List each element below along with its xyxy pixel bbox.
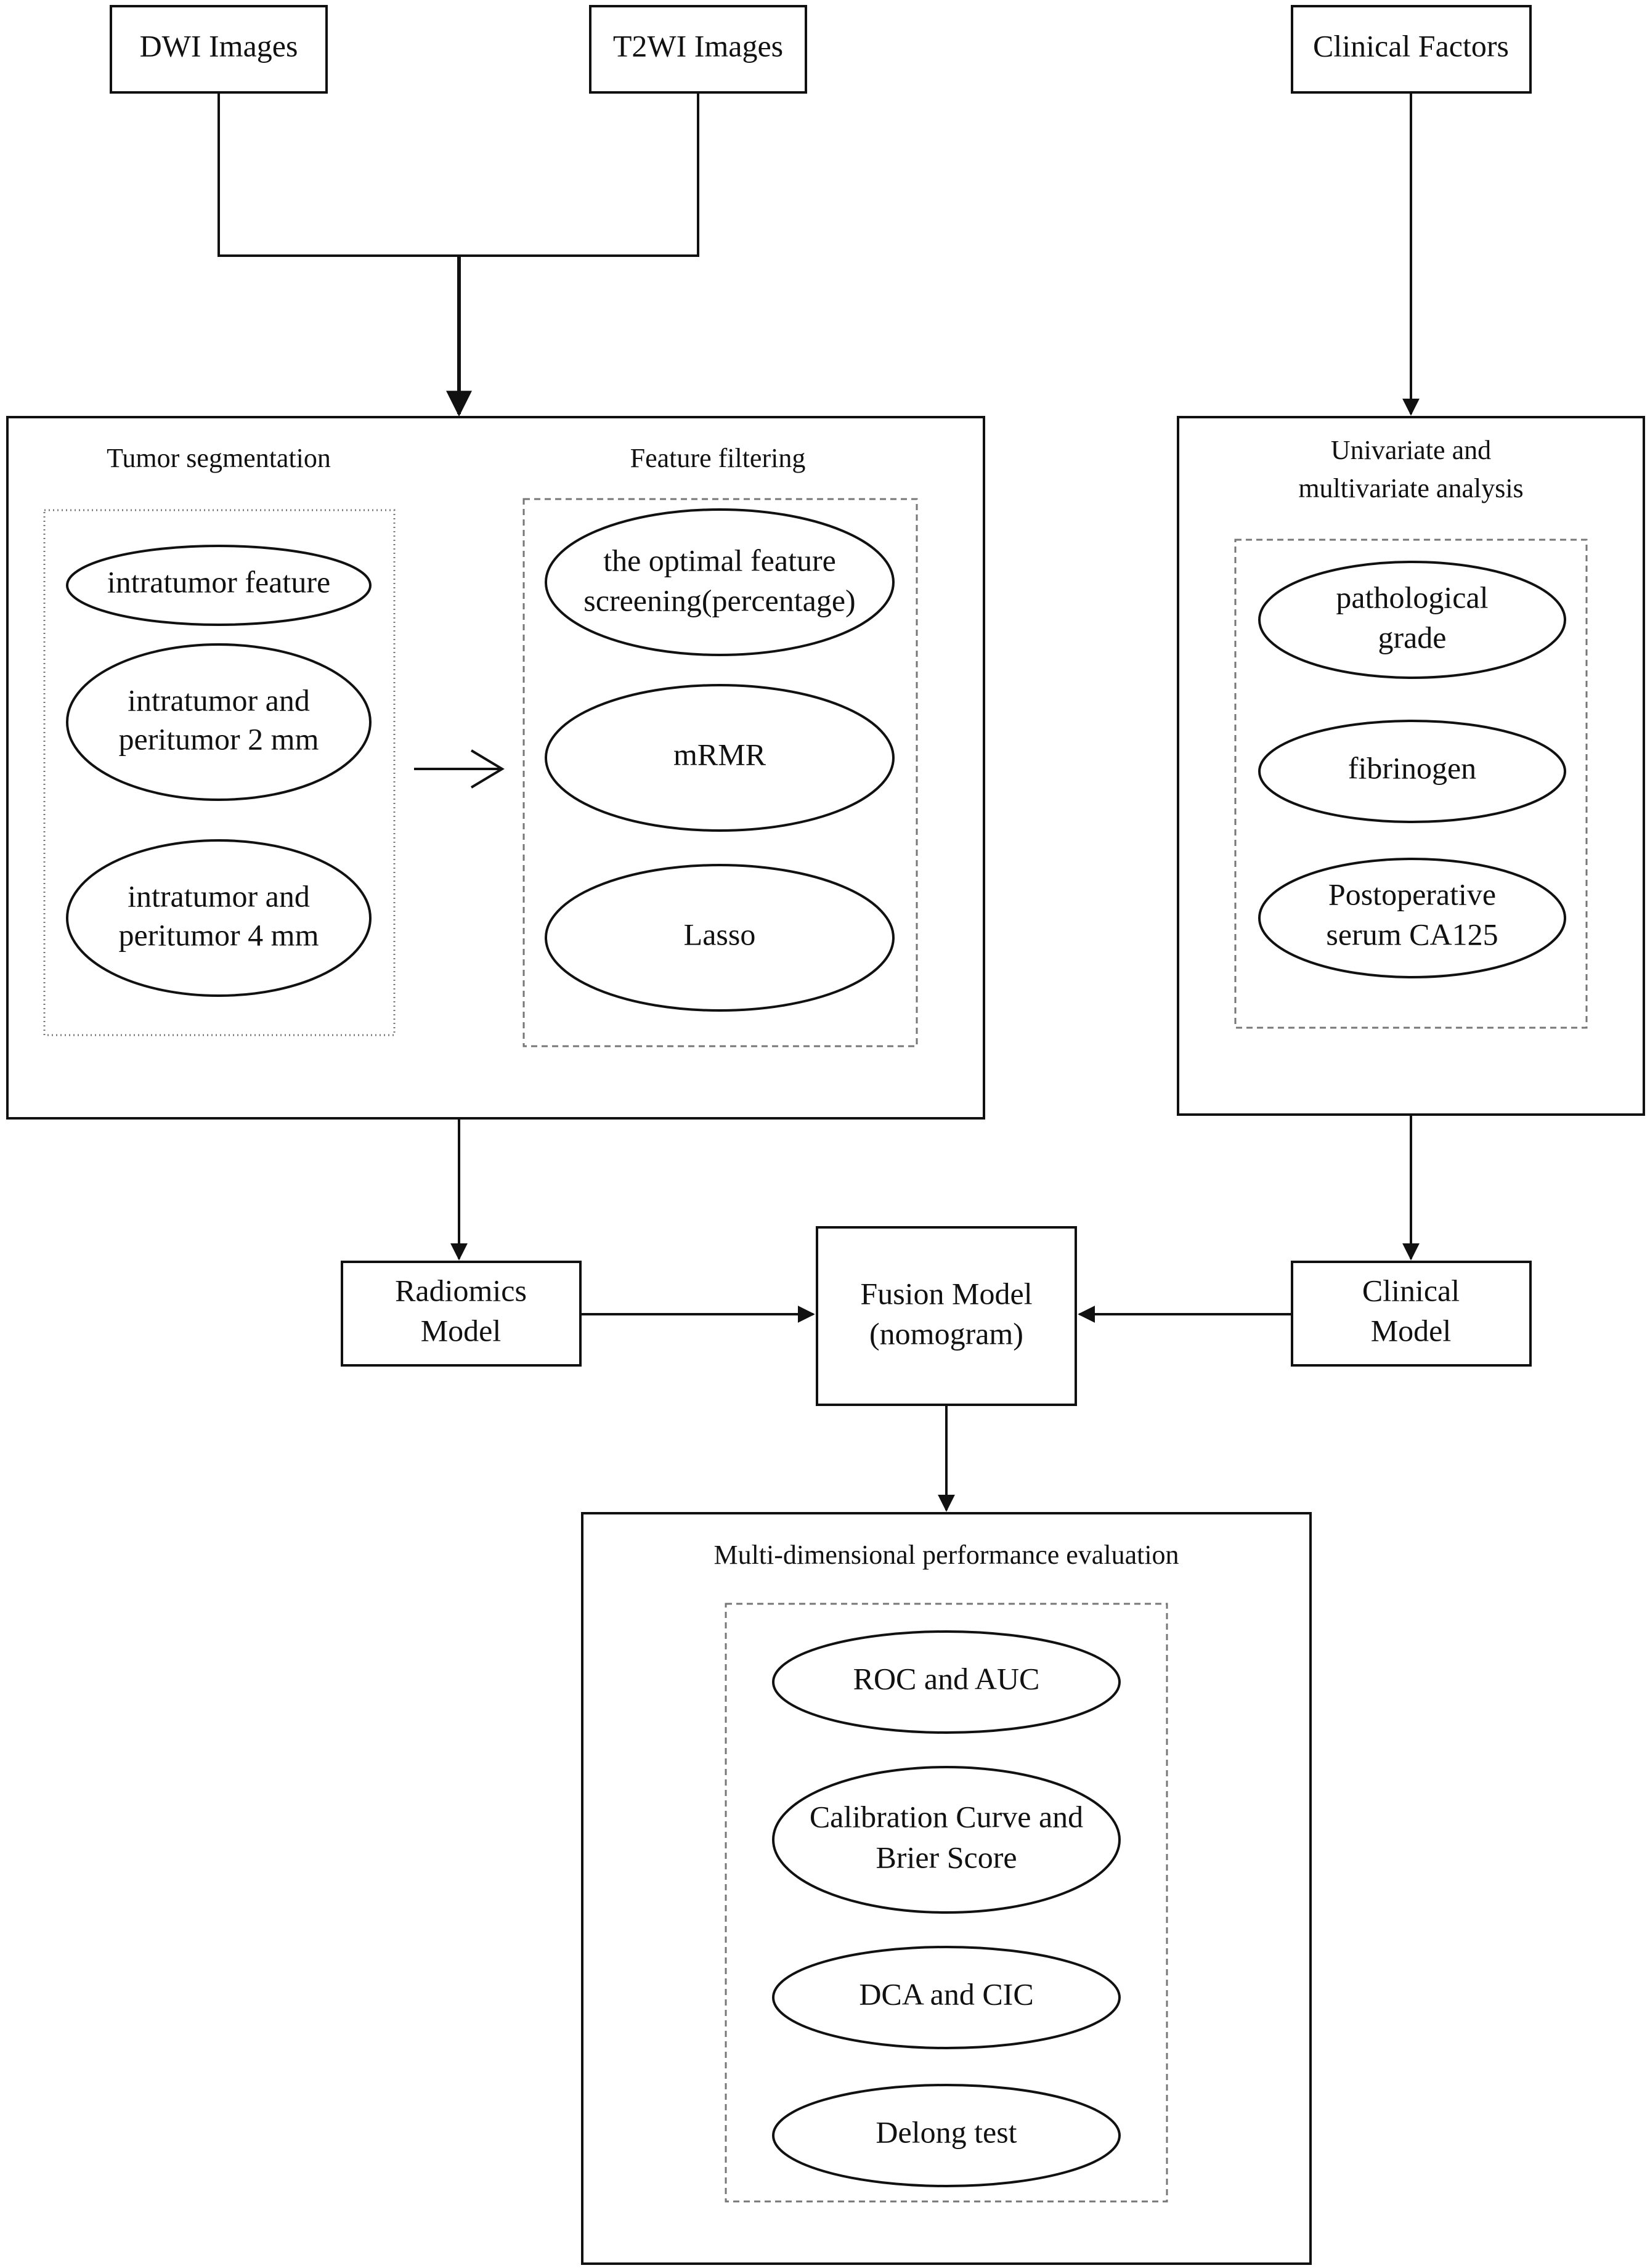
- filtering-item: Lasso: [545, 864, 895, 1012]
- dwi-connector: [217, 92, 459, 257]
- evaluation-item: Delong test: [772, 2084, 1121, 2187]
- segmentation-item-line: intratumor and: [128, 879, 310, 913]
- clinical-analysis-title-line: Univariate and: [1331, 435, 1491, 465]
- radiomics-model-node: Radiomics Model: [341, 1261, 582, 1367]
- segmentation-item: intratumor and peritumor 4 mm: [66, 839, 372, 997]
- filtering-item-line: mRMR: [673, 737, 766, 771]
- clinical-factors-label: Clinical Factors: [1313, 28, 1509, 63]
- evaluation-title: Multi-dimensional performance evaluation: [713, 1540, 1179, 1570]
- evaluation-item: DCA and CIC: [772, 1946, 1121, 2049]
- radiomics-processing-block: Tumor segmentation Feature filtering int…: [6, 416, 985, 1120]
- filtering-item-line: screening(percentage): [583, 583, 855, 617]
- clinical-model-line: Clinical: [1362, 1273, 1460, 1307]
- clinical-factor-line: pathological: [1336, 580, 1488, 614]
- filtering-item: the optimal feature screening(percentage…: [545, 508, 895, 656]
- filtering-item-line: Lasso: [684, 917, 756, 951]
- clinical-factor-line: Postoperative: [1328, 877, 1496, 911]
- fusion-model-line: (nomogram): [869, 1316, 1023, 1351]
- filtering-item: mRMR: [545, 684, 895, 832]
- evaluation-item-line: ROC and AUC: [853, 1661, 1040, 1696]
- clinical-factor-item: Postoperative serum CA125: [1258, 858, 1566, 978]
- clinical-factor-line: grade: [1378, 620, 1446, 654]
- clinical-factors-node: Clinical Factors: [1291, 5, 1532, 94]
- clinical-model-line: Model: [1371, 1313, 1452, 1347]
- tumor-segmentation-title: Tumor segmentation: [107, 443, 331, 473]
- fusion-model-node: Fusion Model (nomogram): [816, 1226, 1077, 1406]
- segmentation-item: intratumor feature: [66, 545, 372, 626]
- evaluation-item-line: Brier Score: [876, 1840, 1017, 1874]
- filtering-group: [522, 498, 918, 1047]
- evaluation-item: ROC and AUC: [772, 1630, 1121, 1734]
- clinical-model-node: Clinical Model: [1291, 1261, 1532, 1367]
- clinical-analysis-title-line: multivariate analysis: [1298, 473, 1523, 503]
- segmentation-item-line: peritumor 2 mm: [119, 721, 319, 756]
- segmentation-item-line: peritumor 4 mm: [119, 917, 319, 952]
- clinical-factor-line: fibrinogen: [1348, 750, 1476, 785]
- segmentation-group: [43, 509, 396, 1036]
- radiomics-model-line: Radiomics: [395, 1273, 527, 1307]
- fusion-model-line: Fusion Model: [860, 1276, 1032, 1311]
- segmentation-to-filtering-arrow: [414, 749, 505, 789]
- segmentation-item-line: intratumor and: [128, 683, 310, 717]
- evaluation-item-line: DCA and CIC: [859, 1977, 1033, 2011]
- clinical-factor-item: fibrinogen: [1258, 720, 1566, 823]
- clinical-factor-item: pathological grade: [1258, 561, 1566, 679]
- segmentation-item: intratumor and peritumor 2 mm: [66, 643, 372, 801]
- clinical-factor-line: serum CA125: [1326, 917, 1498, 951]
- t2wi-connector: [459, 92, 699, 257]
- evaluation-item-line: Delong test: [876, 2115, 1017, 2149]
- radiomics-model-line: Model: [421, 1313, 502, 1347]
- dwi-images-node: DWI Images: [110, 5, 328, 94]
- evaluation-method-group: [725, 1603, 1168, 2203]
- t2wi-images-label: T2WI Images: [613, 28, 783, 63]
- segmentation-item-line: intratumor feature: [107, 564, 330, 599]
- evaluation-item: Calibration Curve and Brier Score: [772, 1766, 1121, 1914]
- t2wi-images-node: T2WI Images: [589, 5, 807, 94]
- evaluation-block: Multi-dimensional performance evaluation…: [581, 1512, 1312, 2265]
- evaluation-item-line: Calibration Curve and: [810, 1799, 1083, 1834]
- feature-filtering-title: Feature filtering: [630, 443, 806, 473]
- clinical-analysis-block: Univariate and multivariate analysis pat…: [1177, 416, 1645, 1116]
- dwi-images-label: DWI Images: [140, 28, 298, 63]
- filtering-item-line: the optimal feature: [603, 543, 836, 577]
